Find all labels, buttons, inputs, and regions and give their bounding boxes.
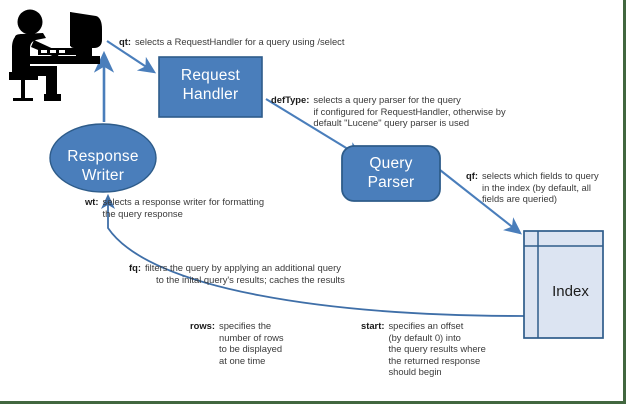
- annotation-start: start: specifies an offset (by default 0…: [361, 320, 486, 378]
- annotation-rows-line1: specifies the: [219, 320, 272, 331]
- node-response-writer[interactable]: [49, 123, 157, 193]
- annotation-fq-line1: filters the query by applying an additio…: [144, 262, 341, 273]
- node-request-handler[interactable]: [158, 56, 263, 118]
- arrow-user-to-request-handler: [106, 40, 157, 74]
- annotation-wt-line2: the query response: [102, 207, 183, 219]
- annotation-rows-key: rows:: [190, 320, 216, 331]
- node-query-parser[interactable]: [341, 145, 441, 202]
- annotation-fq-line2: to the inital query's results; caches th…: [155, 273, 345, 285]
- annotation-wt-line1: selects a response writer for formatting: [102, 196, 265, 207]
- annotation-deftype-line2: if configured for RequestHandler, otherw…: [313, 105, 506, 117]
- annotation-qf-key: qf:: [466, 170, 478, 181]
- node-index[interactable]: [523, 230, 604, 339]
- arrow-index-to-response-writer: [100, 193, 525, 317]
- person-at-computer-icon: [9, 9, 102, 101]
- annotation-wt: wt: selects a response writer for format…: [85, 196, 264, 219]
- node-label-index: Index: [538, 283, 603, 300]
- annotation-deftype-line1: selects a query parser for the query: [313, 94, 461, 105]
- annotation-rows: rows: specifies the number of rows to be…: [190, 320, 284, 366]
- annotation-qt: qt: selects a RequestHandler for a query…: [119, 36, 344, 48]
- annotation-start-key: start:: [361, 320, 385, 331]
- annotation-wt-key: wt:: [85, 196, 99, 207]
- annotation-deftype-key: defType:: [271, 94, 310, 105]
- annotation-qt-line1: selects a RequestHandler for a query usi…: [134, 36, 345, 47]
- annotation-rows-line3: to be displayed: [219, 343, 283, 355]
- annotation-start-line3: the query results where: [388, 343, 486, 355]
- arrow-query-parser-to-index: [439, 169, 522, 235]
- annotation-rows-line4: at one time: [219, 354, 266, 366]
- annotation-qf-line1: selects which fields to query: [481, 170, 599, 181]
- annotation-fq-key: fq:: [129, 262, 141, 273]
- annotation-qt-key: qt:: [119, 36, 131, 47]
- annotation-start-line5: should begin: [388, 366, 442, 378]
- annotation-rows-line2: number of rows: [219, 331, 284, 343]
- annotation-qf: qf: selects which fields to query in the…: [466, 170, 599, 205]
- annotation-start-line4: the returned response: [388, 354, 481, 366]
- index-label: Index: [552, 283, 589, 300]
- annotation-qf-line2: in the index (by default, all: [481, 181, 591, 193]
- annotation-deftype: defType: selects a query parser for the …: [271, 94, 506, 129]
- annotation-deftype-line3: default "Lucene" query parser is used: [313, 117, 470, 129]
- annotation-start-line2: (by default 0) into: [388, 331, 461, 343]
- annotation-fq: fq: filters the query by applying an add…: [129, 262, 345, 285]
- annotation-start-line1: specifies an offset: [388, 320, 464, 331]
- annotation-qf-line3: fields are queried): [481, 193, 558, 205]
- arrow-request-handler-to-query-parser: [265, 98, 364, 159]
